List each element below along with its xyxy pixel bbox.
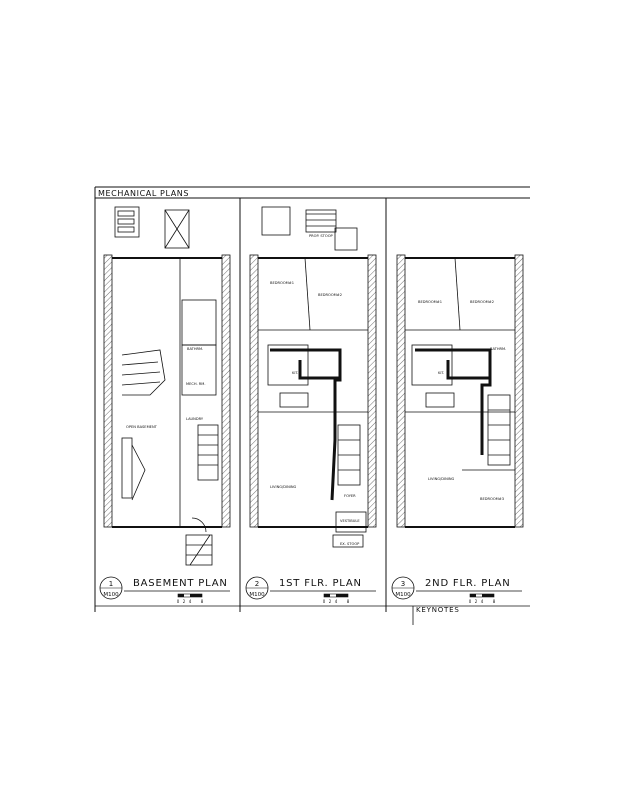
plan-number: 1: [109, 580, 113, 588]
second-floor-plan-drawing: [396, 254, 524, 528]
room-label: BATHRM.: [490, 347, 506, 351]
scale-bar-segment: [470, 594, 476, 597]
sheet-title: MECHANICAL PLANS: [98, 189, 190, 198]
basement-plan-drawing: [103, 206, 231, 566]
scale-mark: 0: [177, 599, 180, 604]
scale-bar-segment: [178, 594, 184, 597]
room-label: BATHRM.: [187, 347, 203, 351]
room-label: BEDROOM#3: [480, 497, 504, 501]
room-label: FOYER: [344, 494, 356, 498]
room-label: MECH. RM.: [186, 382, 206, 386]
scale-bar-segment: [336, 594, 348, 597]
scale-bar-segment: [324, 594, 330, 597]
room-label: LIVING/DINING: [428, 477, 455, 481]
plan-sheet-ref: M100: [395, 592, 411, 598]
plan-sheet-ref: M100: [103, 592, 119, 598]
scale-mark: 8: [493, 599, 496, 604]
keynotes-label: KEYNOTES: [416, 606, 460, 614]
first-floor-plan-drawing: [249, 206, 377, 548]
scale-mark: 4: [481, 599, 484, 604]
second-floor-plan-title: 2ND FLR. PLAN: [425, 578, 511, 589]
scale-mark: 8: [347, 599, 350, 604]
room-label: KIT.: [438, 371, 444, 375]
room-label: LIVING/DINING: [270, 485, 297, 489]
room-label: KIT.: [292, 371, 298, 375]
first-floor-plan-title: 1ST FLR. PLAN: [279, 578, 362, 589]
scale-mark: 2: [475, 599, 478, 604]
sheet-frame: [94, 186, 530, 625]
plan-number: 2: [255, 580, 259, 588]
scale-mark: 2: [183, 599, 186, 604]
room-label: PROP. STOOP: [309, 234, 334, 238]
room-label: BEDROOM#2: [470, 300, 494, 304]
room-label: BEDROOM#2: [318, 293, 342, 297]
scale-mark: 4: [189, 599, 192, 604]
room-label: BEDROOM#1: [270, 281, 294, 285]
room-label: EX. STOOP: [340, 542, 360, 546]
scale-bar-segment: [482, 594, 494, 597]
room-label: VESTIBULE: [340, 519, 360, 523]
room-label: BEDROOM#1: [418, 300, 442, 304]
scale-bar-segment: [190, 594, 202, 597]
scale-mark: 0: [469, 599, 472, 604]
scale-mark: 8: [201, 599, 204, 604]
room-labels: OPEN BASEMENT BATHRM. MECH. RM. LAUNDRY BEDR…: [126, 234, 506, 546]
basement-plan-title: BASEMENT PLAN: [133, 578, 228, 589]
scale-mark: 2: [329, 599, 332, 604]
plan-sheet-ref: M100: [249, 592, 265, 598]
plan-number: 3: [401, 580, 405, 588]
scale-mark: 0: [323, 599, 326, 604]
scale-mark: 4: [335, 599, 338, 604]
room-label: OPEN BASEMENT: [126, 425, 158, 429]
room-label: LAUNDRY: [186, 417, 204, 421]
